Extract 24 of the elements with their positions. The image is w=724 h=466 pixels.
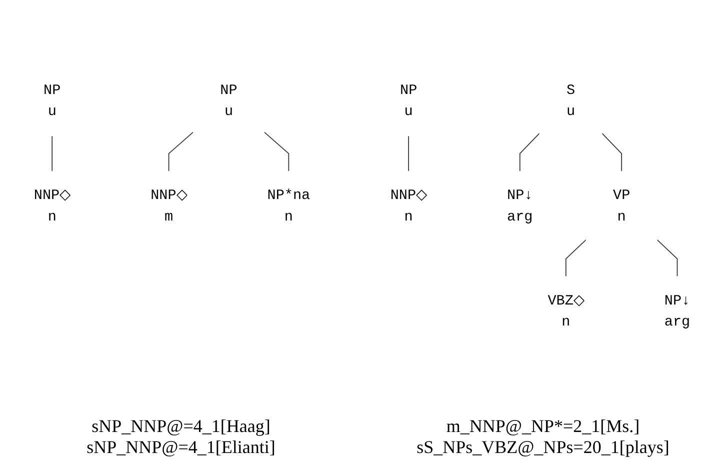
connector xyxy=(601,132,622,172)
node-text: NP u xyxy=(220,82,238,120)
node-text: NP↓ arg xyxy=(664,292,690,330)
connector xyxy=(565,238,587,277)
connector xyxy=(264,131,290,172)
connector xyxy=(519,132,540,172)
connector xyxy=(168,131,194,172)
node-text: NP↓ arg xyxy=(507,187,533,225)
tree-caption: m_NNP@_NP*=2_1[Ms.] xyxy=(446,416,640,437)
node-text: NNP◇ n xyxy=(390,187,427,225)
tree-caption: sNP_NNP@=4_1[Elianti] xyxy=(86,437,276,458)
connector xyxy=(656,238,678,277)
node-text: VBZ◇ n xyxy=(548,292,584,330)
node-text: NNP◇ n xyxy=(34,187,70,225)
node-text: NNP◇ m xyxy=(150,187,187,225)
connector xyxy=(408,135,409,172)
node-text: VP n xyxy=(613,187,630,225)
node-text: S u xyxy=(566,82,576,120)
connector xyxy=(52,135,53,172)
node-text: NP u xyxy=(400,82,418,120)
node-text: NP*na n xyxy=(267,187,310,225)
tree-caption: sNP_NNP@=4_1[Haag] xyxy=(92,416,270,437)
tree-caption: sS_NPs_VBZ@_NPs=20_1[plays] xyxy=(416,437,670,458)
node-text: NP u xyxy=(44,82,61,120)
